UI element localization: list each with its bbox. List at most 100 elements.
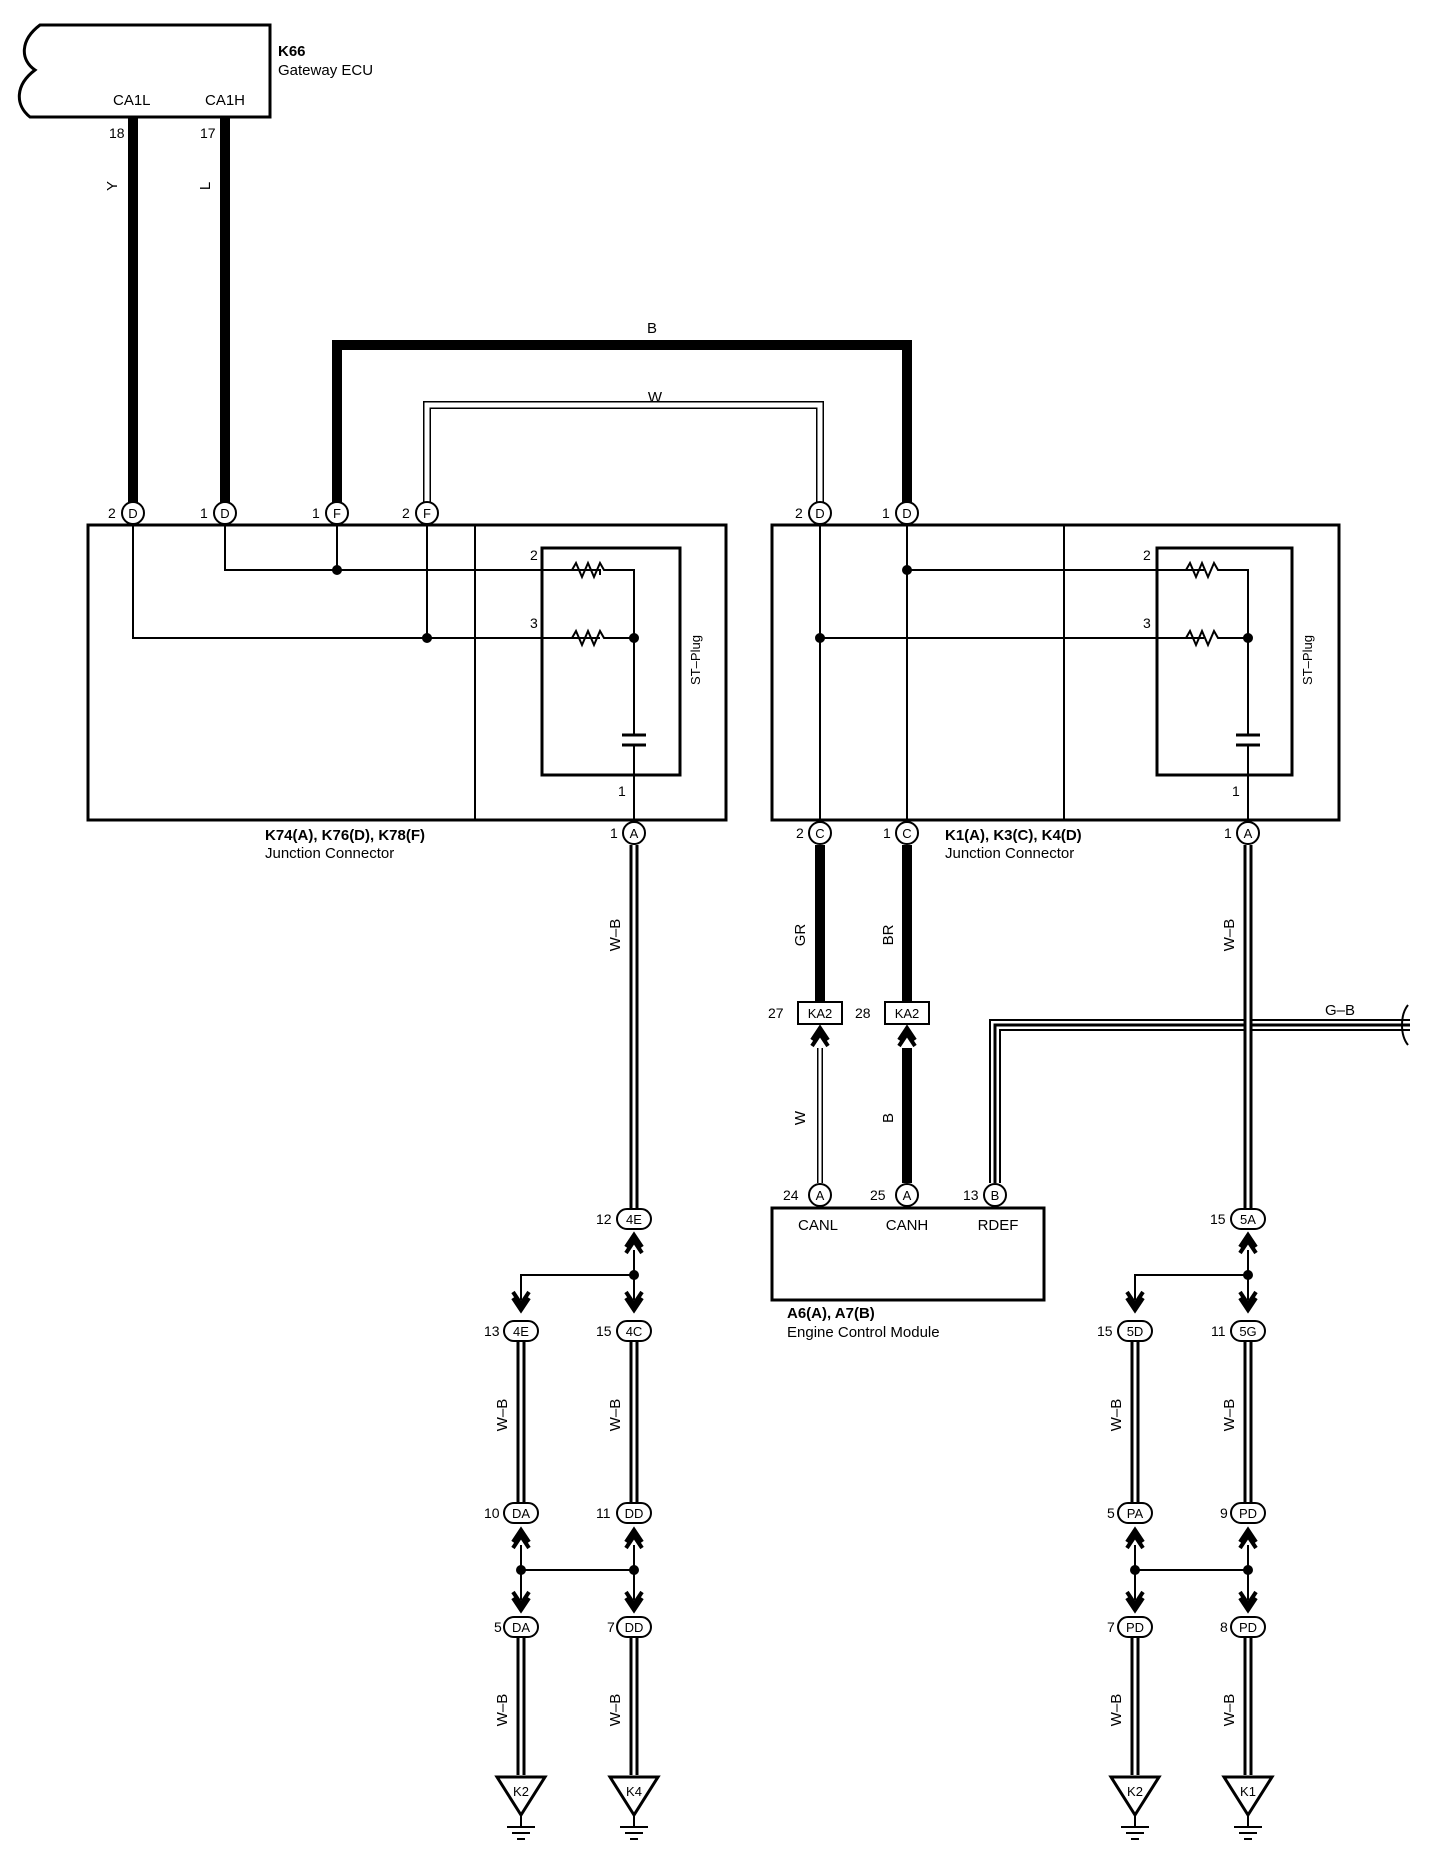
wire-color-label: W bbox=[648, 389, 663, 406]
pin-number: 10 bbox=[484, 1505, 500, 1521]
pin-number: 1 bbox=[883, 825, 891, 841]
ecm-pin-rdef: RDEF bbox=[978, 1217, 1019, 1234]
pin-number: 2 bbox=[530, 547, 538, 563]
gateway-pin-ca1h: CA1H bbox=[205, 92, 245, 109]
st-plug-label: ST–Plug bbox=[1300, 635, 1315, 685]
pin-number: 11 bbox=[1211, 1323, 1226, 1339]
wire-color-label: B bbox=[880, 1113, 897, 1123]
pin-number: 2 bbox=[796, 825, 804, 841]
connector-letter: C bbox=[815, 826, 824, 841]
connector-letter: D bbox=[220, 506, 229, 521]
wire-color-label: W–B bbox=[607, 1694, 624, 1727]
pin-number: 17 bbox=[200, 125, 216, 141]
pin-number: 15 bbox=[596, 1323, 612, 1339]
inline-connector-4c: 4C bbox=[626, 1324, 643, 1339]
wire-color-label: W–B bbox=[1221, 1399, 1238, 1432]
inline-connector-ka2: KA2 bbox=[895, 1006, 920, 1021]
ground-k2: K2 bbox=[513, 1784, 529, 1799]
pin-number: 1 bbox=[618, 783, 626, 799]
pin-number: 3 bbox=[1143, 615, 1151, 631]
connector-letter: D bbox=[128, 506, 137, 521]
pin-number: 2 bbox=[402, 505, 410, 521]
wire-color-label: W–B bbox=[1108, 1694, 1125, 1727]
connector-letter: F bbox=[423, 506, 431, 521]
pin-number: 13 bbox=[963, 1187, 979, 1203]
pin-number: 1 bbox=[610, 825, 618, 841]
pin-number: 1 bbox=[200, 505, 208, 521]
inline-connector-dd: DD bbox=[625, 1620, 644, 1635]
pin-number: 2 bbox=[795, 505, 803, 521]
pin-number: 1 bbox=[1224, 825, 1232, 841]
wire-color-label: W–B bbox=[494, 1399, 511, 1432]
connector-letter: A bbox=[1244, 826, 1253, 841]
inline-connector-4e: 4E bbox=[626, 1212, 642, 1227]
pin-number: 15 bbox=[1097, 1323, 1113, 1339]
ecm-can-lines: C 2 C 1 GR BR KA2 27 KA2 28 W B bbox=[768, 821, 930, 1183]
connector-letter: D bbox=[902, 506, 911, 521]
wire-color-label: BR bbox=[880, 924, 897, 945]
ecm-pin-canh: CANH bbox=[886, 1217, 929, 1234]
wire-color-label: W–B bbox=[494, 1694, 511, 1727]
pin-number: 2 bbox=[108, 505, 116, 521]
pin-number: 5 bbox=[1107, 1505, 1115, 1521]
inline-connector-4e: 4E bbox=[513, 1324, 529, 1339]
inline-connector-5g: 5G bbox=[1239, 1324, 1256, 1339]
gateway-pin-ca1l: CA1L bbox=[113, 92, 151, 109]
wire-b bbox=[332, 340, 912, 505]
connector-letter: B bbox=[991, 1188, 1000, 1203]
wire-color-label: GR bbox=[792, 924, 809, 947]
pin-number: 24 bbox=[783, 1187, 799, 1203]
left-jc-top-pins: D 2 D 1 F 1 F 2 bbox=[108, 501, 439, 525]
ecm-codes: A6(A), A7(B) bbox=[787, 1305, 875, 1322]
pin-number: 1 bbox=[1232, 783, 1240, 799]
right-jc-name: Junction Connector bbox=[945, 845, 1074, 862]
pin-number: 9 bbox=[1220, 1505, 1228, 1521]
wire-color-label: W–B bbox=[1221, 919, 1238, 952]
gateway-ecu-name: Gateway ECU bbox=[278, 62, 373, 79]
right-jc-top-pins: D 2 D 1 bbox=[795, 501, 919, 525]
wire-color-label: W–B bbox=[607, 919, 624, 952]
pin-number: 7 bbox=[607, 1619, 615, 1635]
wire-gb bbox=[989, 1019, 1410, 1183]
st-plug-label: ST–Plug bbox=[688, 635, 703, 685]
pin-number: 11 bbox=[596, 1505, 611, 1521]
inline-connector-pa: PA bbox=[1127, 1506, 1144, 1521]
pin-number: 8 bbox=[1220, 1619, 1228, 1635]
inline-connector-5d: 5D bbox=[1127, 1324, 1144, 1339]
left-wb-trunk: A 1 W–B 4E 12 bbox=[511, 821, 652, 1312]
inline-connector-da: DA bbox=[512, 1620, 530, 1635]
connector-letter: C bbox=[902, 826, 911, 841]
wire-color-label: B bbox=[647, 320, 657, 337]
gateway-ecu-code: K66 bbox=[278, 43, 306, 60]
pin-number: 3 bbox=[530, 615, 538, 631]
inline-connector-da: DA bbox=[512, 1506, 530, 1521]
pin-number: 2 bbox=[1143, 547, 1151, 563]
wire-color-label: W–B bbox=[1108, 1399, 1125, 1432]
inline-connector-ka2: KA2 bbox=[808, 1006, 833, 1021]
ground-k1: K1 bbox=[1240, 1784, 1256, 1799]
right-jc-codes: K1(A), K3(C), K4(D) bbox=[945, 827, 1082, 844]
pin-number: 28 bbox=[855, 1005, 871, 1021]
pin-number: 1 bbox=[882, 505, 890, 521]
left-junction-connector: 2 3 1 ST–Plug K74(A), K76(D), K78(F) Jun… bbox=[86, 523, 728, 862]
pin-number: 13 bbox=[484, 1323, 500, 1339]
left-jc-name: Junction Connector bbox=[265, 845, 394, 862]
wire-color-label: G–B bbox=[1325, 1002, 1355, 1019]
wire-w bbox=[423, 401, 824, 505]
wire-color-label: W–B bbox=[1221, 1694, 1238, 1727]
pin-number: 5 bbox=[494, 1619, 502, 1635]
pin-number: 27 bbox=[768, 1005, 784, 1021]
pin-number: 18 bbox=[109, 125, 125, 141]
ground-k2: K2 bbox=[1127, 1784, 1143, 1799]
inline-connector-dd: DD bbox=[625, 1506, 644, 1521]
connector-letter: F bbox=[333, 506, 341, 521]
connector-letter: A bbox=[816, 1188, 825, 1203]
pin-number: 15 bbox=[1210, 1211, 1226, 1227]
pin-number: 7 bbox=[1107, 1619, 1115, 1635]
pin-number: 12 bbox=[596, 1211, 612, 1227]
ecm-pin-canl: CANL bbox=[798, 1217, 838, 1234]
wire-color-label: W bbox=[792, 1110, 809, 1125]
inline-connector-pd: PD bbox=[1239, 1506, 1257, 1521]
gateway-ecu: K66 Gateway ECU CA1L CA1H 18 17 bbox=[17, 23, 373, 141]
inline-connector-pd: PD bbox=[1239, 1620, 1257, 1635]
